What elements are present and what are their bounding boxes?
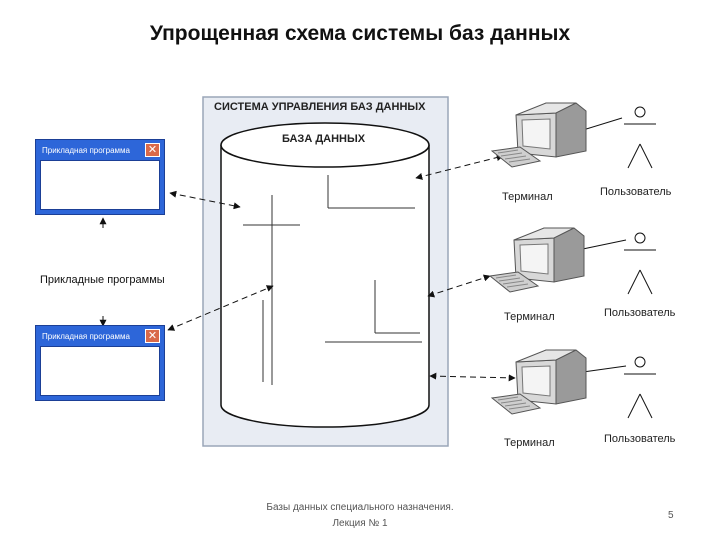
close-icon[interactable]: ✕ bbox=[145, 329, 160, 343]
database-cylinder-top bbox=[220, 122, 430, 168]
database-label: БАЗА ДАННЫХ bbox=[282, 133, 366, 145]
application-window[interactable]: Прикладная программа ✕ bbox=[35, 139, 165, 215]
user-label: Пользователь bbox=[604, 433, 676, 445]
user-label: Пользователь bbox=[604, 307, 676, 319]
window-body bbox=[40, 346, 160, 396]
computer-icon bbox=[489, 227, 585, 293]
terminal-label: Терминал bbox=[504, 311, 555, 323]
footer-course: Базы данных специального назначения. bbox=[266, 502, 454, 513]
window-title: Прикладная программа bbox=[42, 332, 130, 341]
terminal-label: Терминал bbox=[502, 191, 553, 203]
page-title: Упрощенная схема системы баз данных bbox=[149, 22, 571, 45]
close-icon[interactable]: ✕ bbox=[145, 143, 160, 157]
footer-lecture: Лекция № 1 bbox=[332, 518, 388, 529]
user-icon bbox=[623, 232, 657, 295]
application-window[interactable]: Прикладная программа ✕ bbox=[35, 325, 165, 401]
window-title: Прикладная программа bbox=[42, 146, 130, 155]
user-link-line bbox=[582, 365, 627, 373]
user-label: Пользователь bbox=[600, 186, 672, 198]
window-body bbox=[40, 160, 160, 210]
footer: Базы данных специального назначения. Лек… bbox=[200, 500, 520, 532]
terminal-label: Терминал bbox=[504, 437, 555, 449]
user-link-line bbox=[582, 117, 623, 131]
computer-icon bbox=[491, 102, 587, 168]
user-link-line bbox=[577, 239, 627, 251]
page-number: 5 bbox=[668, 510, 674, 521]
database-cylinder bbox=[220, 145, 430, 428]
applications-group-label: Прикладные программы bbox=[40, 274, 165, 286]
computer-icon bbox=[491, 349, 587, 415]
user-icon bbox=[623, 356, 657, 419]
user-icon bbox=[623, 106, 657, 169]
dbms-label: СИСТЕМА УПРАВЛЕНИЯ БАЗ ДАННЫХ bbox=[214, 101, 426, 113]
